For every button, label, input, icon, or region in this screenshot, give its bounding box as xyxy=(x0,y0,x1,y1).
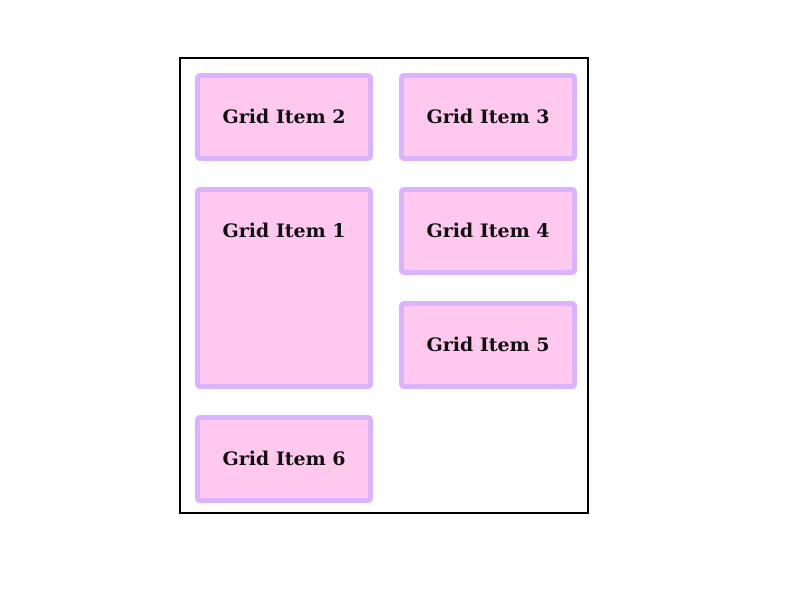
grid-item-1: Grid Item 1 xyxy=(195,187,373,389)
grid-item-1-label: Grid Item 1 xyxy=(222,220,346,242)
grid-item-6-label: Grid Item 6 xyxy=(222,448,346,470)
grid-item-4-label: Grid Item 4 xyxy=(426,220,550,242)
grid-item-5-label: Grid Item 5 xyxy=(426,334,550,356)
grid-item-6: Grid Item 6 xyxy=(195,415,373,503)
grid-item-3: Grid Item 3 xyxy=(399,73,577,161)
grid-item-5: Grid Item 5 xyxy=(399,301,577,389)
grid-item-2: Grid Item 2 xyxy=(195,73,373,161)
grid-container: Grid Item 2 Grid Item 3 Grid Item 1 Grid… xyxy=(179,57,589,514)
grid-item-3-label: Grid Item 3 xyxy=(426,106,550,128)
grid-item-2-label: Grid Item 2 xyxy=(222,106,346,128)
grid-item-4: Grid Item 4 xyxy=(399,187,577,275)
